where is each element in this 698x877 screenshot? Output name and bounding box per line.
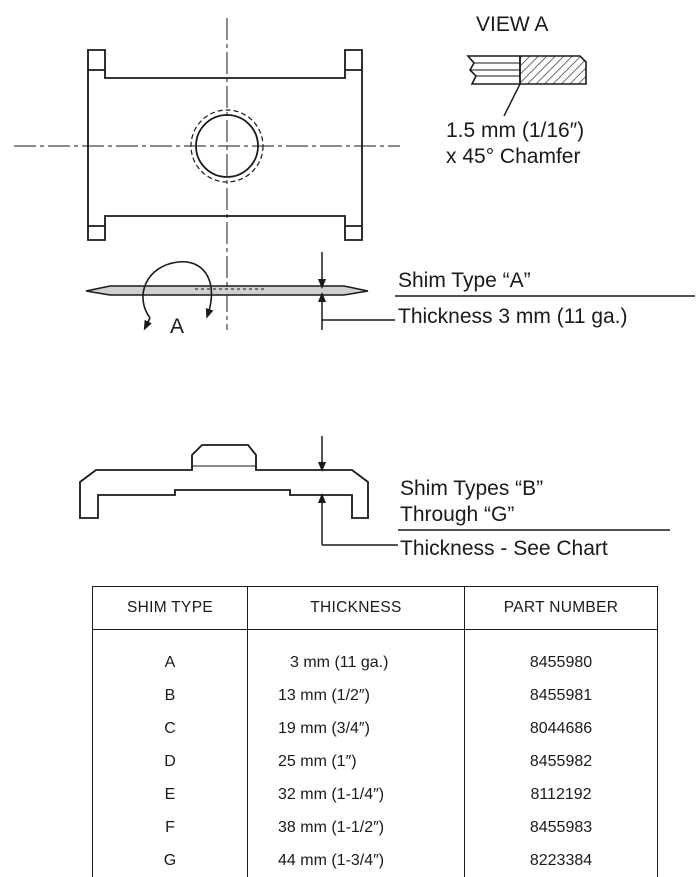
part-number-cell: 8455982 bbox=[529, 752, 593, 770]
shim-bg-thickness-arrows bbox=[318, 436, 670, 546]
part-number-cell: 8223384 bbox=[529, 851, 593, 869]
part-number-cell: 8455983 bbox=[529, 818, 593, 836]
rotation-arrow bbox=[142, 261, 214, 331]
part-number-cell: 8044686 bbox=[529, 719, 593, 737]
shim-a-thickness: Thickness 3 mm (11 ga.) bbox=[398, 305, 628, 328]
part-number-cell: 8112192 bbox=[530, 785, 592, 803]
table-row: A 3 mm (11 ga.) 8455980 bbox=[92, 646, 658, 679]
view-a-detail bbox=[466, 55, 587, 117]
thickness-cell: 32 mm (1-1/4″) bbox=[247, 778, 465, 811]
chamfer-note-line1: 1.5 mm (1/16″) bbox=[446, 119, 585, 142]
thickness-cell: 38 mm (1-1/2″) bbox=[247, 811, 465, 844]
shim-type-cell: G bbox=[92, 844, 248, 877]
part-number-cell: 8455981 bbox=[529, 686, 593, 704]
table-header-row: SHIM TYPE THICKNESS PART NUMBER bbox=[92, 586, 658, 630]
view-a-title: VIEW A bbox=[476, 13, 549, 36]
shim-chart-table: SHIM TYPE THICKNESS PART NUMBER A 3 mm (… bbox=[92, 586, 658, 877]
table-row: B 13 mm (1/2″) 8455981 bbox=[92, 679, 658, 712]
thickness-cell: 25 mm (1″) bbox=[247, 745, 465, 778]
header-part-number: PART NUMBER bbox=[464, 586, 658, 630]
chamfer-note-line2: x 45° Chamfer bbox=[446, 145, 581, 168]
table-spacer-row bbox=[92, 629, 658, 646]
shim-type-cell: E bbox=[92, 778, 248, 811]
table-row: D 25 mm (1″) 8455982 bbox=[92, 745, 658, 778]
table-row: F 38 mm (1-1/2″) 8455983 bbox=[92, 811, 658, 844]
shim-plan-view bbox=[87, 49, 363, 241]
part-number-cell: 8455980 bbox=[529, 653, 593, 671]
shim-bg-side-view bbox=[79, 444, 369, 519]
shim-bg-name-line1: Shim Types “B” bbox=[400, 477, 544, 500]
thickness-cell: 44 mm (1-3/4″) bbox=[247, 844, 465, 877]
thickness-cell: 3 mm (11 ga.) bbox=[247, 646, 465, 679]
shim-a-side-view bbox=[85, 285, 369, 296]
rotation-label: A bbox=[170, 315, 185, 338]
shim-a-name: Shim Type “A” bbox=[398, 269, 531, 292]
shim-type-cell: B bbox=[92, 679, 248, 712]
shim-type-cell: F bbox=[92, 811, 248, 844]
table-row: E 32 mm (1-1/4″) 8112192 bbox=[92, 778, 658, 811]
shim-type-cell: A bbox=[92, 646, 248, 679]
thickness-cell: 13 mm (1/2″) bbox=[247, 679, 465, 712]
shim-type-cell: D bbox=[92, 745, 248, 778]
shim-a-thickness-arrows bbox=[318, 252, 695, 330]
header-thickness: THICKNESS bbox=[247, 586, 465, 630]
table-row: C 19 mm (3/4″) 8044686 bbox=[92, 712, 658, 745]
shim-bg-name-line2: Through “G” bbox=[400, 503, 515, 526]
shim-type-cell: C bbox=[92, 712, 248, 745]
center-lines bbox=[14, 18, 400, 330]
thickness-cell: 19 mm (3/4″) bbox=[247, 712, 465, 745]
table-row: G 44 mm (1-3/4″) 8223384 bbox=[92, 844, 658, 877]
header-shim-type: SHIM TYPE bbox=[92, 586, 248, 630]
shim-bg-thickness: Thickness - See Chart bbox=[400, 537, 608, 560]
